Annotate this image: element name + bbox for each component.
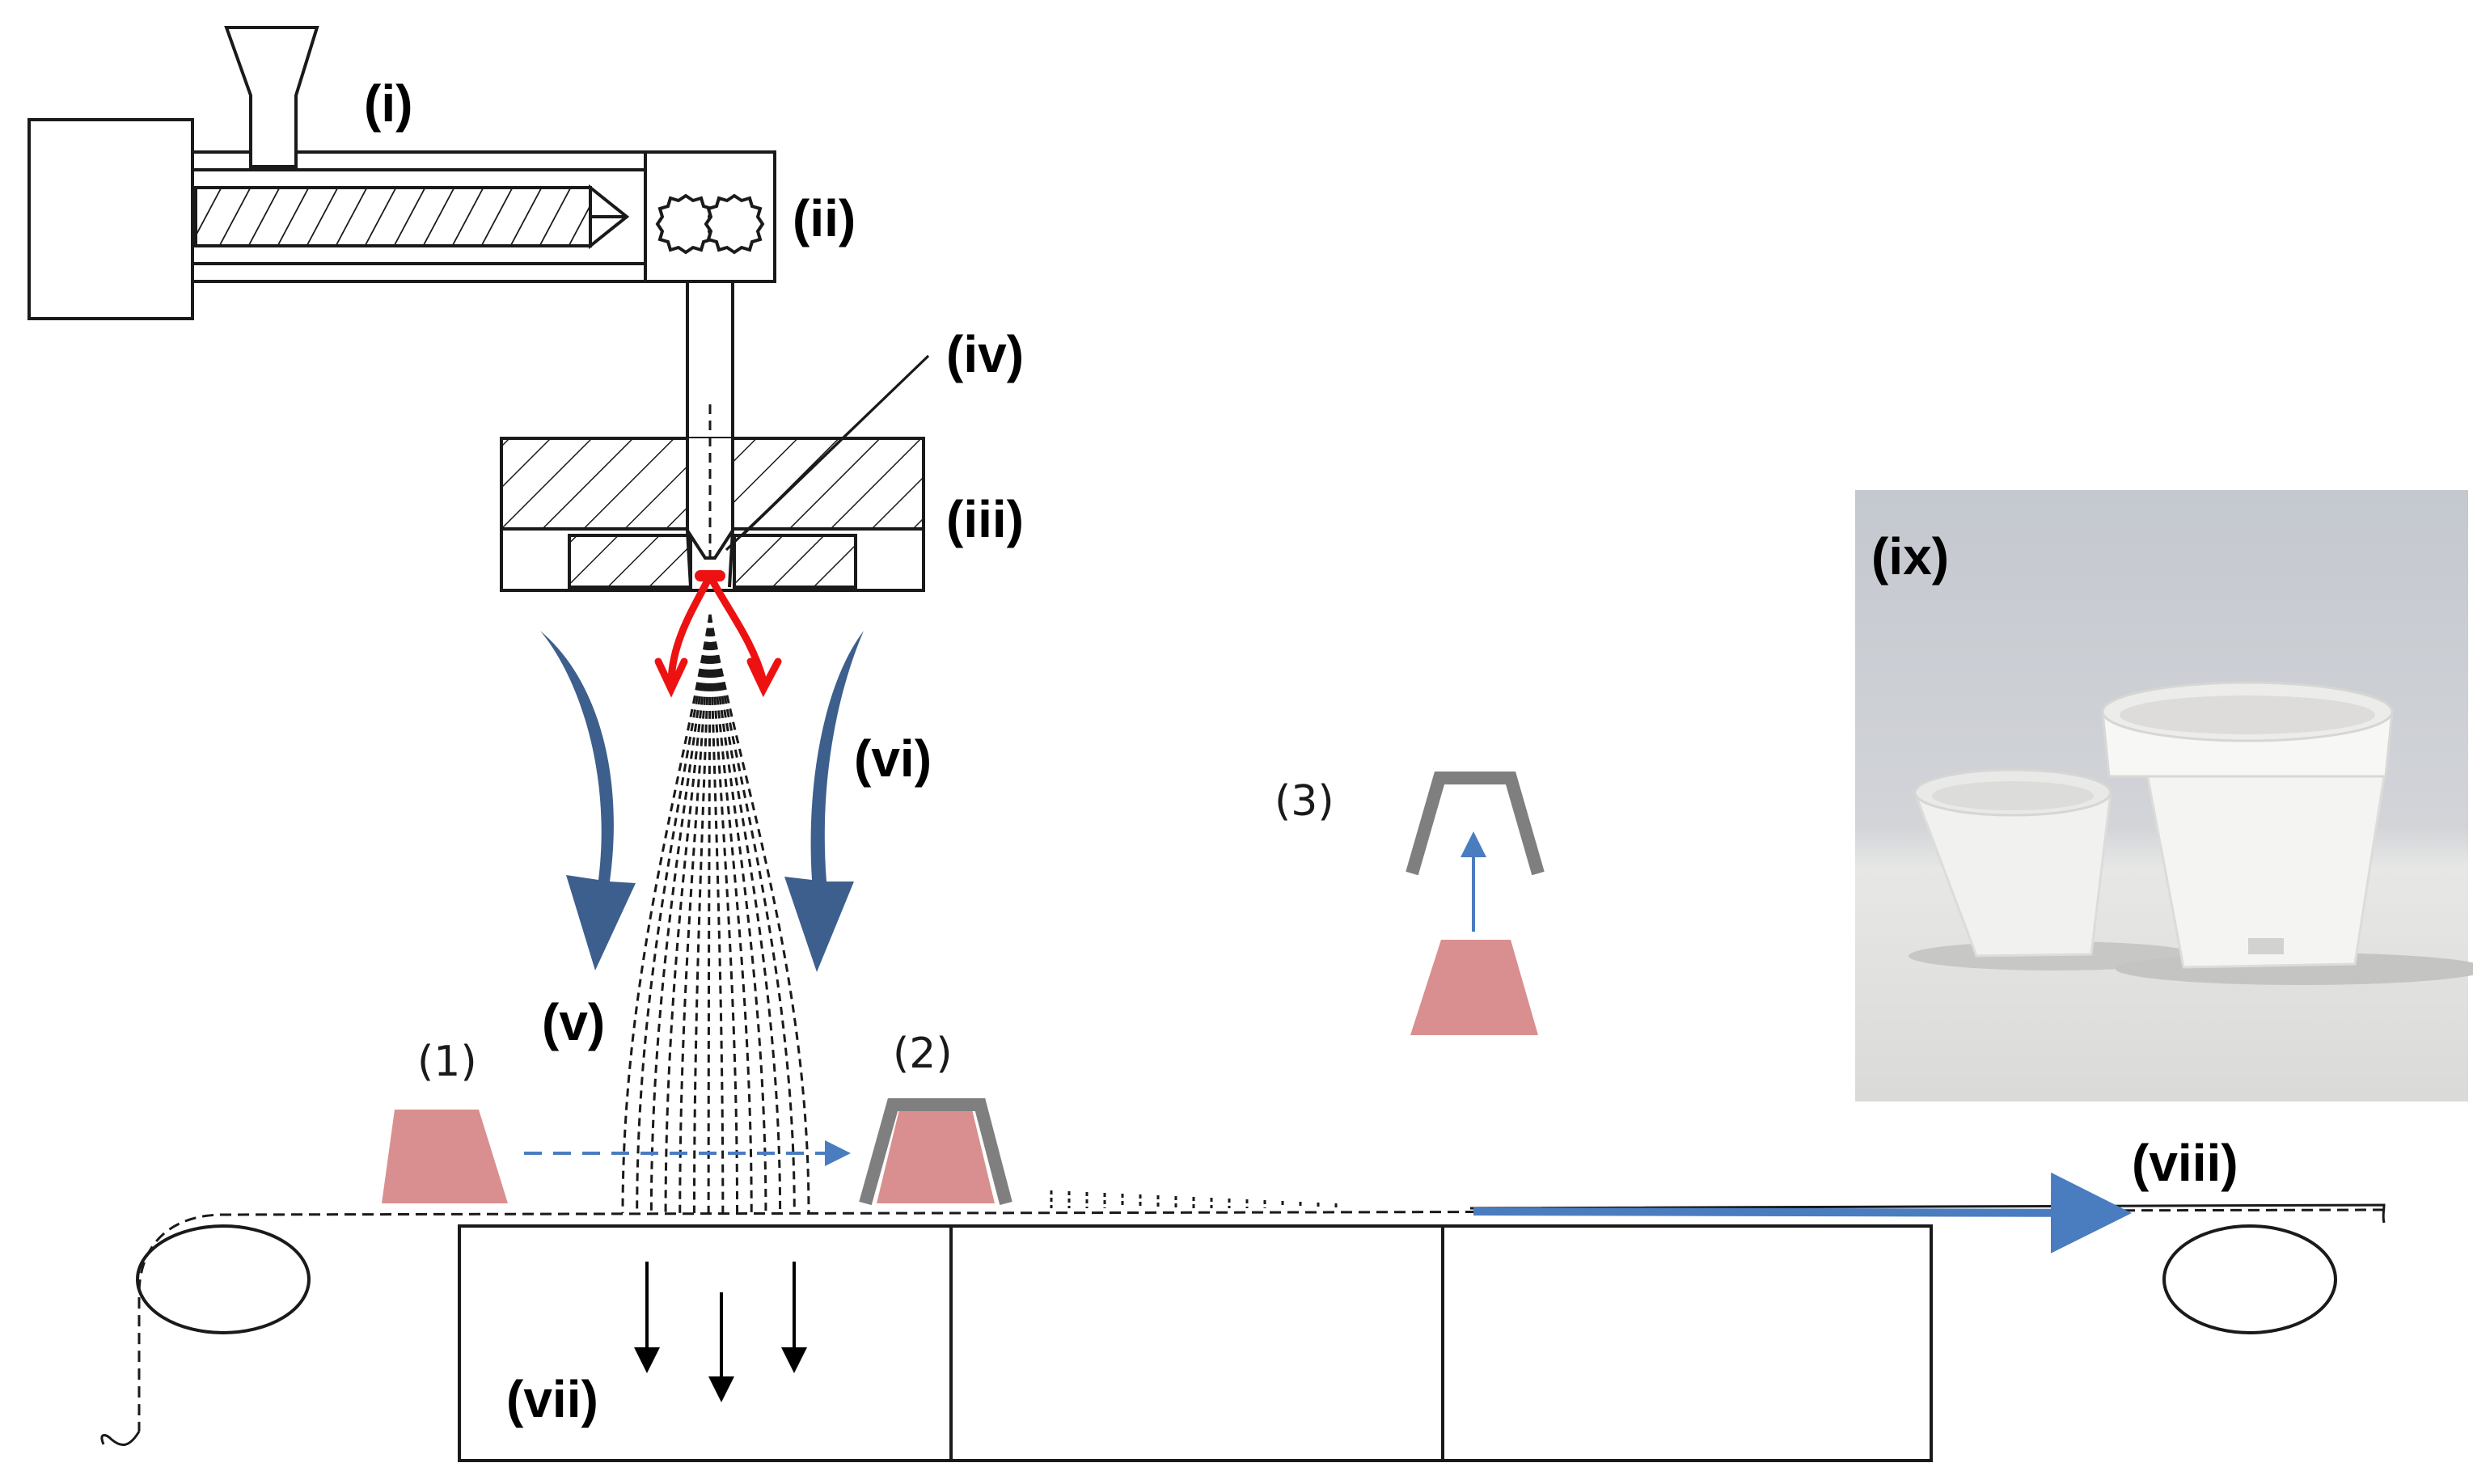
- label-ix: (ix): [1871, 527, 1949, 586]
- nozzle-leader: [725, 354, 930, 552]
- fibre-strand: [708, 614, 725, 1214]
- plant-pot-icon: [859, 1098, 1012, 1206]
- fibre-strand: [708, 614, 739, 1214]
- suction-box-2: [949, 1224, 1444, 1462]
- large-pot-image: [2100, 681, 2394, 969]
- label-ii: (ii): [793, 189, 856, 247]
- fibre-strand: [678, 614, 712, 1214]
- extruder-screw-icon: [194, 184, 630, 250]
- suction-box-1: [458, 1224, 953, 1462]
- fibre-strand: [692, 614, 712, 1214]
- product-photo: [1855, 490, 2473, 1101]
- plant-pot-icon: [1406, 772, 1545, 1035]
- step-3-label: (3): [1275, 777, 1334, 826]
- plant-pot-icon: [382, 1110, 508, 1203]
- fibre-strand: [664, 614, 712, 1214]
- conveyor: [100, 1203, 2386, 1462]
- fibre-strand: [621, 614, 712, 1214]
- gear-pump: [644, 150, 776, 438]
- fibre-strand: [707, 614, 712, 1214]
- air-flow-arrow-right: [784, 631, 864, 972]
- label-iii: (iii): [946, 490, 1024, 548]
- fibre-strand: [636, 614, 712, 1214]
- nonwoven-web: [1050, 1190, 1338, 1208]
- melt-split: [654, 570, 782, 698]
- fibre-strand: [708, 614, 810, 1214]
- fibre-strand: [708, 614, 796, 1214]
- spinneret-die-icon: [500, 404, 925, 592]
- fibre-strand: [649, 614, 712, 1214]
- fibre-strand: [708, 614, 782, 1214]
- extruder-motor: [27, 118, 194, 320]
- label-i: (i): [364, 74, 412, 133]
- roller-icon: [2162, 1224, 2337, 1334]
- roller-icon: [136, 1224, 311, 1334]
- label-viii: (viii): [2132, 1134, 2238, 1192]
- label-iv: (iv): [946, 325, 1024, 383]
- conveyor-belt: [137, 1208, 2385, 1431]
- label-vii: (vii): [506, 1370, 598, 1428]
- hopper-icon: [224, 26, 319, 168]
- small-pot-image: [1913, 768, 2112, 958]
- fibre-strand: [708, 614, 767, 1214]
- step-2-label: (2): [893, 1029, 953, 1078]
- gear-pump-icon: [655, 193, 765, 255]
- step-1-label: (1): [417, 1038, 477, 1086]
- fibre-stream: [621, 614, 810, 1214]
- extruder: [27, 26, 647, 320]
- suction-box-3: [1441, 1224, 1933, 1462]
- conveyor-direction-arrow: [1473, 1172, 2132, 1254]
- suction-arrows: [634, 1262, 807, 1402]
- air-flow-arrow-left: [540, 631, 636, 970]
- label-v: (v): [542, 993, 605, 1051]
- label-vi: (vi): [854, 729, 932, 788]
- fibre-strand: [708, 614, 753, 1214]
